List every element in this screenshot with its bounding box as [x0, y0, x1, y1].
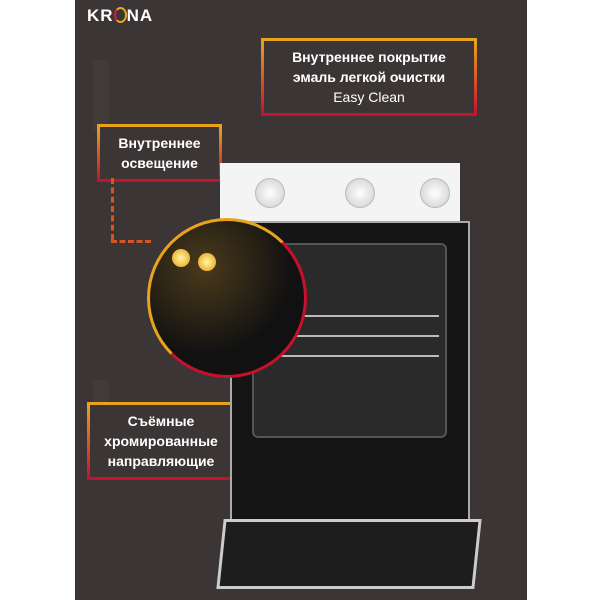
knob-icon: [255, 178, 285, 208]
callout-connector: [111, 178, 114, 240]
callout-connector: [111, 240, 151, 243]
callout-text: направляющие: [107, 453, 215, 469]
callout-text: освещение: [121, 155, 198, 171]
knob-icon: [345, 178, 375, 208]
callout-text: эмаль легкой очистки: [292, 69, 446, 85]
rack: [264, 355, 439, 357]
callout-easy-clean: Внутреннее покрытие эмаль легкой очистки…: [261, 38, 477, 116]
callout-guides: Съёмные хромированные направляющие: [87, 402, 235, 480]
rack: [264, 335, 439, 337]
control-panel: [220, 163, 460, 221]
lighting-closeup: [147, 218, 307, 378]
callout-text: Съёмные: [127, 413, 195, 429]
rack: [264, 315, 439, 317]
callout-text: Внутреннее покрытие: [292, 49, 446, 65]
callout-text: Внутреннее: [118, 135, 201, 151]
lamp-icon: [172, 249, 190, 267]
callout-lighting: Внутреннее освещение: [97, 124, 222, 182]
knob-icon: [420, 178, 450, 208]
oven-door: [216, 519, 482, 589]
watermark-shape: [93, 60, 109, 130]
callout-text: Easy Clean: [333, 89, 405, 105]
lamp-icon: [198, 253, 216, 271]
callout-text: хромированные: [104, 433, 218, 449]
